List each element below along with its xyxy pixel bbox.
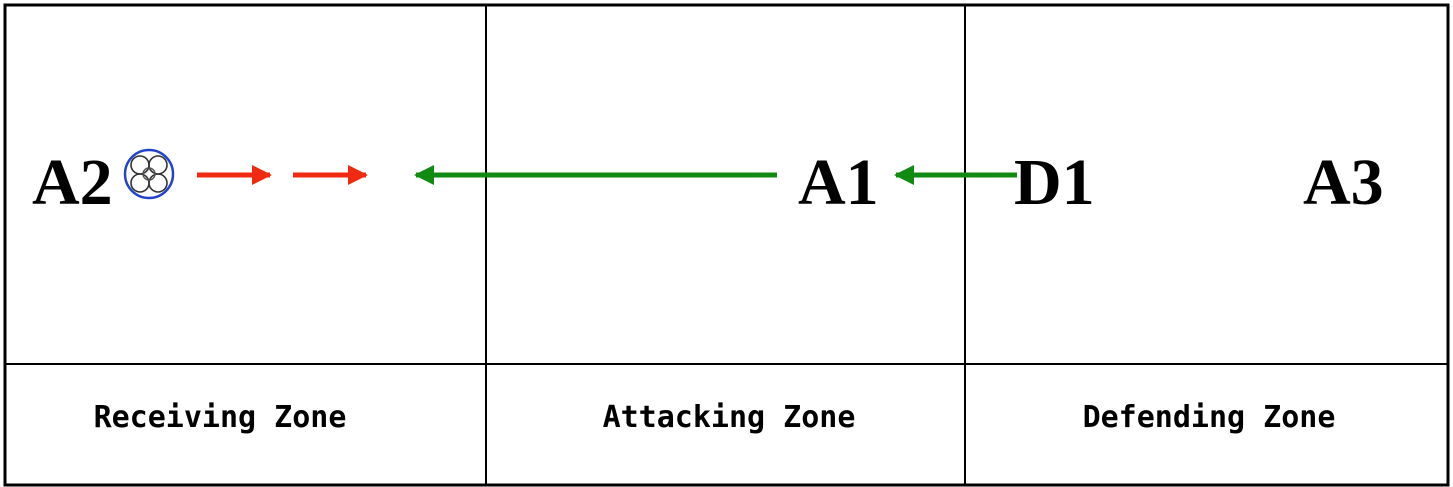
player-a3-label: A3	[1303, 146, 1384, 219]
attacking-zone-label: Attacking Zone	[603, 400, 856, 435]
field-border	[3, 3, 1450, 487]
soccer-ball-icon	[123, 148, 175, 200]
defending-zone-label: Defending Zone	[1083, 400, 1336, 435]
player-d1-label: D1	[1014, 146, 1095, 219]
receiving-zone-label: Receiving Zone	[94, 400, 347, 435]
player-a2-label: A2	[32, 146, 113, 219]
player-a1-label: A1	[798, 146, 879, 219]
